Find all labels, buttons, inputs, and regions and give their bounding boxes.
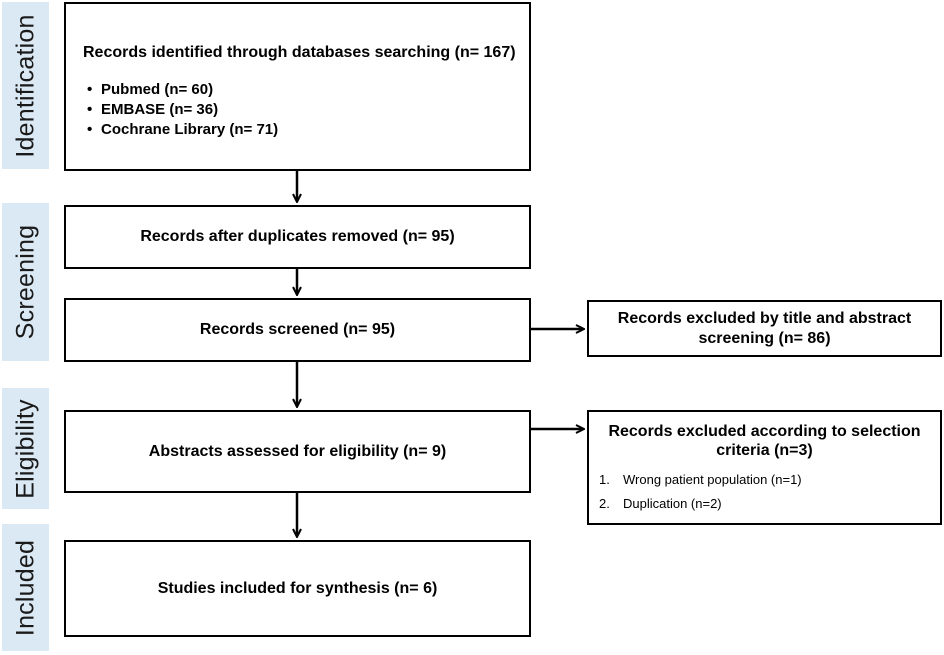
included-synthesis-text: Studies included for synthesis (n= 6) [157,579,438,597]
excluded-criteria-box: Records excluded according to selection … [587,410,942,525]
source-item: Pubmed (n= 60) [87,80,529,100]
phase-identification: Identification [2,2,49,169]
phase-included: Included [2,524,49,651]
excluded-criteria-title: Records excluded according to selection … [608,423,921,459]
duplicates-removed-text: Records after duplicates removed (n= 95) [140,228,455,245]
excluded-title-abstract-text: Records excluded by title and abstract s… [617,309,912,347]
exclusion-reason-number: 1. [599,472,610,487]
exclusion-reason-text: Duplication (n=2) [623,496,722,511]
duplicates-removed-box: Records after duplicates removed (n= 95) [64,205,531,269]
excluded-title-abstract-box: Records excluded by title and abstract s… [587,300,942,357]
records-screened-text: Records screened (n= 95) [199,321,396,338]
abstracts-assessed-text: Abstracts assessed for eligibility (n= 9… [148,442,447,460]
source-item: Cochrane Library (n= 71) [87,120,529,140]
records-screened-box: Records screened (n= 95) [64,298,531,362]
exclusion-reason-list: 1. Wrong patient population (n=1) 2. Dup… [599,468,930,516]
phase-eligibility: Eligibility [2,388,49,509]
identification-title: Records identified through databases sea… [83,44,516,61]
phase-screening: Screening [2,203,49,361]
exclusion-reason-number: 2. [599,496,610,511]
included-synthesis-box: Studies included for synthesis (n= 6) [64,540,531,637]
exclusion-reason: 1. Wrong patient population (n=1) [599,468,930,492]
source-list: Pubmed (n= 60) EMBASE (n= 36) Cochrane L… [83,80,529,140]
source-item: EMBASE (n= 36) [87,100,529,120]
exclusion-reason-text: Wrong patient population (n=1) [623,472,802,487]
abstracts-assessed-box: Abstracts assessed for eligibility (n= 9… [64,410,531,493]
identification-box: Records identified through databases sea… [64,2,531,171]
exclusion-reason: 2. Duplication (n=2) [599,492,930,516]
